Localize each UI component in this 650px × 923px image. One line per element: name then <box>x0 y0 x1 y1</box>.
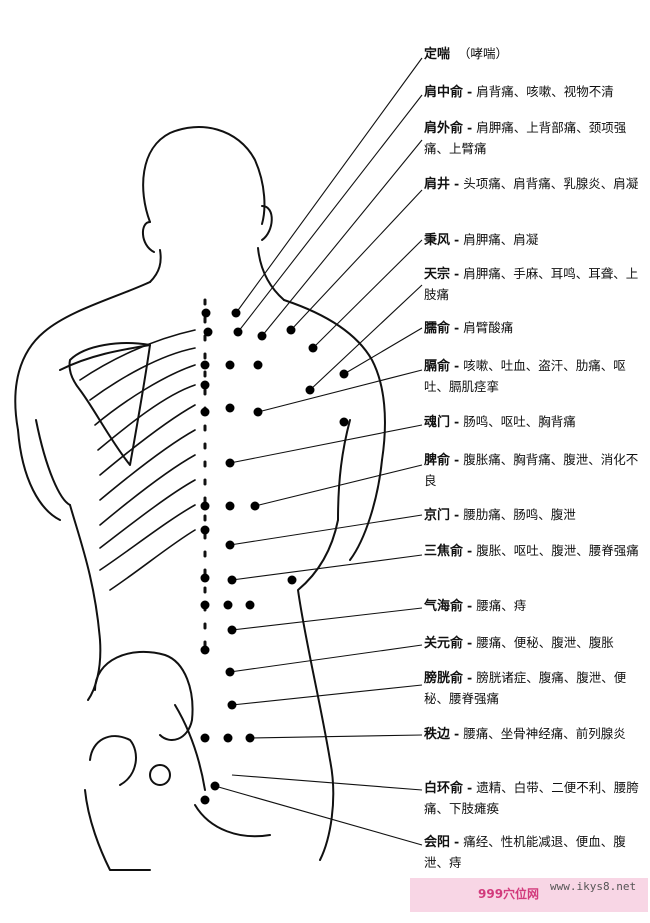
watermark-site-name: 999穴位网 <box>478 887 540 901</box>
point-name: 气海俞 <box>424 599 464 614</box>
torso-right <box>297 519 339 861</box>
point-desc: 肩胛痛、肩凝 <box>463 232 539 247</box>
point-desc: 膀胱诸症、腹痛、腹泄、便秘、腰脊强痛 <box>424 670 627 706</box>
point-label-bingfeng: 秉风 - 肩胛痛、肩凝 <box>424 232 539 248</box>
point-name: 膀胱俞 <box>424 671 464 686</box>
point-label-baihuanshu: 白环俞 - 遗精、白带、二便不利、腰胯痛、下肢瘫痪 <box>424 780 639 816</box>
point-desc: 腰痛、便秘、腹泄、腹胀 <box>476 635 614 650</box>
point-desc: 腰肋痛、肠鸣、腹泄 <box>463 507 576 522</box>
point-name: 膈俞 <box>424 359 451 374</box>
point-name: 关元俞 <box>424 636 464 651</box>
point-desc: 腰痛、坐骨神经痛、前列腺炎 <box>463 726 626 741</box>
right-ear <box>261 205 273 241</box>
left-arm-outer <box>17 429 61 521</box>
point-name: 脾俞 <box>424 453 451 468</box>
point-name: 天宗 <box>424 267 451 282</box>
point-name: 臑俞 <box>424 321 451 336</box>
point-label-jianwaishu: 肩外俞 - 肩胛痛、上背部痛、颈项强痛、上臂痛 <box>424 120 627 156</box>
point-label-jingmen: 京门 - 腰肋痛、肠鸣、腹泄 <box>424 507 576 523</box>
point-label-zhibian: 秩边 - 腰痛、坐骨神经痛、前列腺炎 <box>424 726 626 742</box>
point-label-qihaishu: 气海俞 - 腰痛、痔 <box>424 598 527 614</box>
point-label-pishu: 脾俞 - 腹胀痛、胸背痛、腹泄、消化不良 <box>424 452 639 488</box>
point-name: 秉风 <box>424 233 451 248</box>
rib-cage <box>79 329 196 591</box>
buttock-line <box>194 804 271 838</box>
point-name: 魂门 <box>424 415 451 430</box>
point-desc: 肠鸣、呕吐、胸背痛 <box>463 414 576 429</box>
point-desc: 肩背痛、咳嗽、视物不清 <box>476 84 614 99</box>
neck-left <box>149 249 162 283</box>
point-name: 京门 <box>424 508 451 523</box>
point-name: 秩边 <box>424 727 451 742</box>
point-desc: 腰痛、痔 <box>476 598 527 613</box>
point-label-geshu: 膈俞 - 咳嗽、吐血、盗汗、肋痛、呕吐、膈肌痉挛 <box>424 358 626 394</box>
lower-back-curve <box>174 704 206 791</box>
left-ear <box>142 221 155 253</box>
acupoint-dots <box>200 308 349 805</box>
point-label-guanyuanshu: 关元俞 - 腰痛、便秘、腹泄、腹胀 <box>424 635 614 651</box>
point-desc: 痛经、性机能减退、便血、腹泄、痔 <box>424 834 626 870</box>
shoulder-left <box>14 281 151 431</box>
point-name: 会阳 <box>424 835 451 850</box>
point-desc: 头项痛、肩背痛、乳腺炎、肩凝 <box>463 176 639 191</box>
point-desc: 肩胛痛、手麻、耳鸣、耳聋、上肢痛 <box>424 266 639 302</box>
point-desc: 咳嗽、吐血、盗汗、肋痛、呕吐、膈肌痉挛 <box>424 358 626 394</box>
femur <box>84 789 151 871</box>
point-name: 白环俞 <box>424 781 464 796</box>
head-outline <box>142 126 266 225</box>
point-name: 定喘 <box>424 47 451 62</box>
watermark-band <box>410 878 648 912</box>
point-label-tianzong: 天宗 - 肩胛痛、手麻、耳鸣、耳聋、上肢痛 <box>424 266 639 302</box>
hip-socket <box>149 764 171 786</box>
torso-left <box>69 504 102 701</box>
point-label-dingchuan: 定喘 （哮喘） <box>424 44 644 65</box>
point-label-naoshu: 臑俞 - 肩臂酸痛 <box>424 320 514 336</box>
point-name: 肩中俞 <box>424 85 464 100</box>
point-name: 肩井 <box>424 177 451 192</box>
body-outline <box>14 126 386 871</box>
pointer-lines <box>214 57 423 846</box>
point-desc: 腹胀、呕吐、腹泄、腰脊强痛 <box>476 543 639 558</box>
point-label-pangguangshu: 膀胱俞 - 膀胱诸症、腹痛、腹泄、便秘、腰脊强痛 <box>424 670 627 706</box>
point-name: 三焦俞 <box>424 544 464 559</box>
left-arm-inner <box>35 419 71 506</box>
point-label-jianzhongshu: 肩中俞 - 肩背痛、咳嗽、视物不清 <box>424 84 614 100</box>
point-desc: 腹胀痛、胸背痛、腹泄、消化不良 <box>424 452 639 488</box>
right-arm <box>349 459 383 561</box>
point-desc: （哮喘） <box>457 46 508 61</box>
point-label-hunmen: 魂门 - 肠鸣、呕吐、胸背痛 <box>424 414 576 430</box>
neck-right <box>257 247 285 301</box>
point-desc: 肩臂酸痛 <box>463 320 514 335</box>
hip-joint <box>89 735 137 786</box>
pelvis-left <box>94 650 194 741</box>
scapula <box>68 342 151 466</box>
point-label-jianjing: 肩井 - 头项痛、肩背痛、乳腺炎、肩凝 <box>424 176 639 192</box>
right-armpit <box>337 419 351 521</box>
point-label-sanjiaoshu: 三焦俞 - 腹胀、呕吐、腹泄、腰脊强痛 <box>424 543 639 559</box>
watermark-url: www.ikys8.net <box>550 880 637 893</box>
point-desc: 遗精、白带、二便不利、腰胯痛、下肢瘫痪 <box>424 780 639 816</box>
point-name: 肩外俞 <box>424 121 464 136</box>
point-label-huiyang: 会阳 - 痛经、性机能减退、便血、腹泄、痔 <box>424 834 626 870</box>
point-desc: 肩胛痛、上背部痛、颈项强痛、上臂痛 <box>424 120 627 156</box>
shoulder-right <box>283 299 386 461</box>
